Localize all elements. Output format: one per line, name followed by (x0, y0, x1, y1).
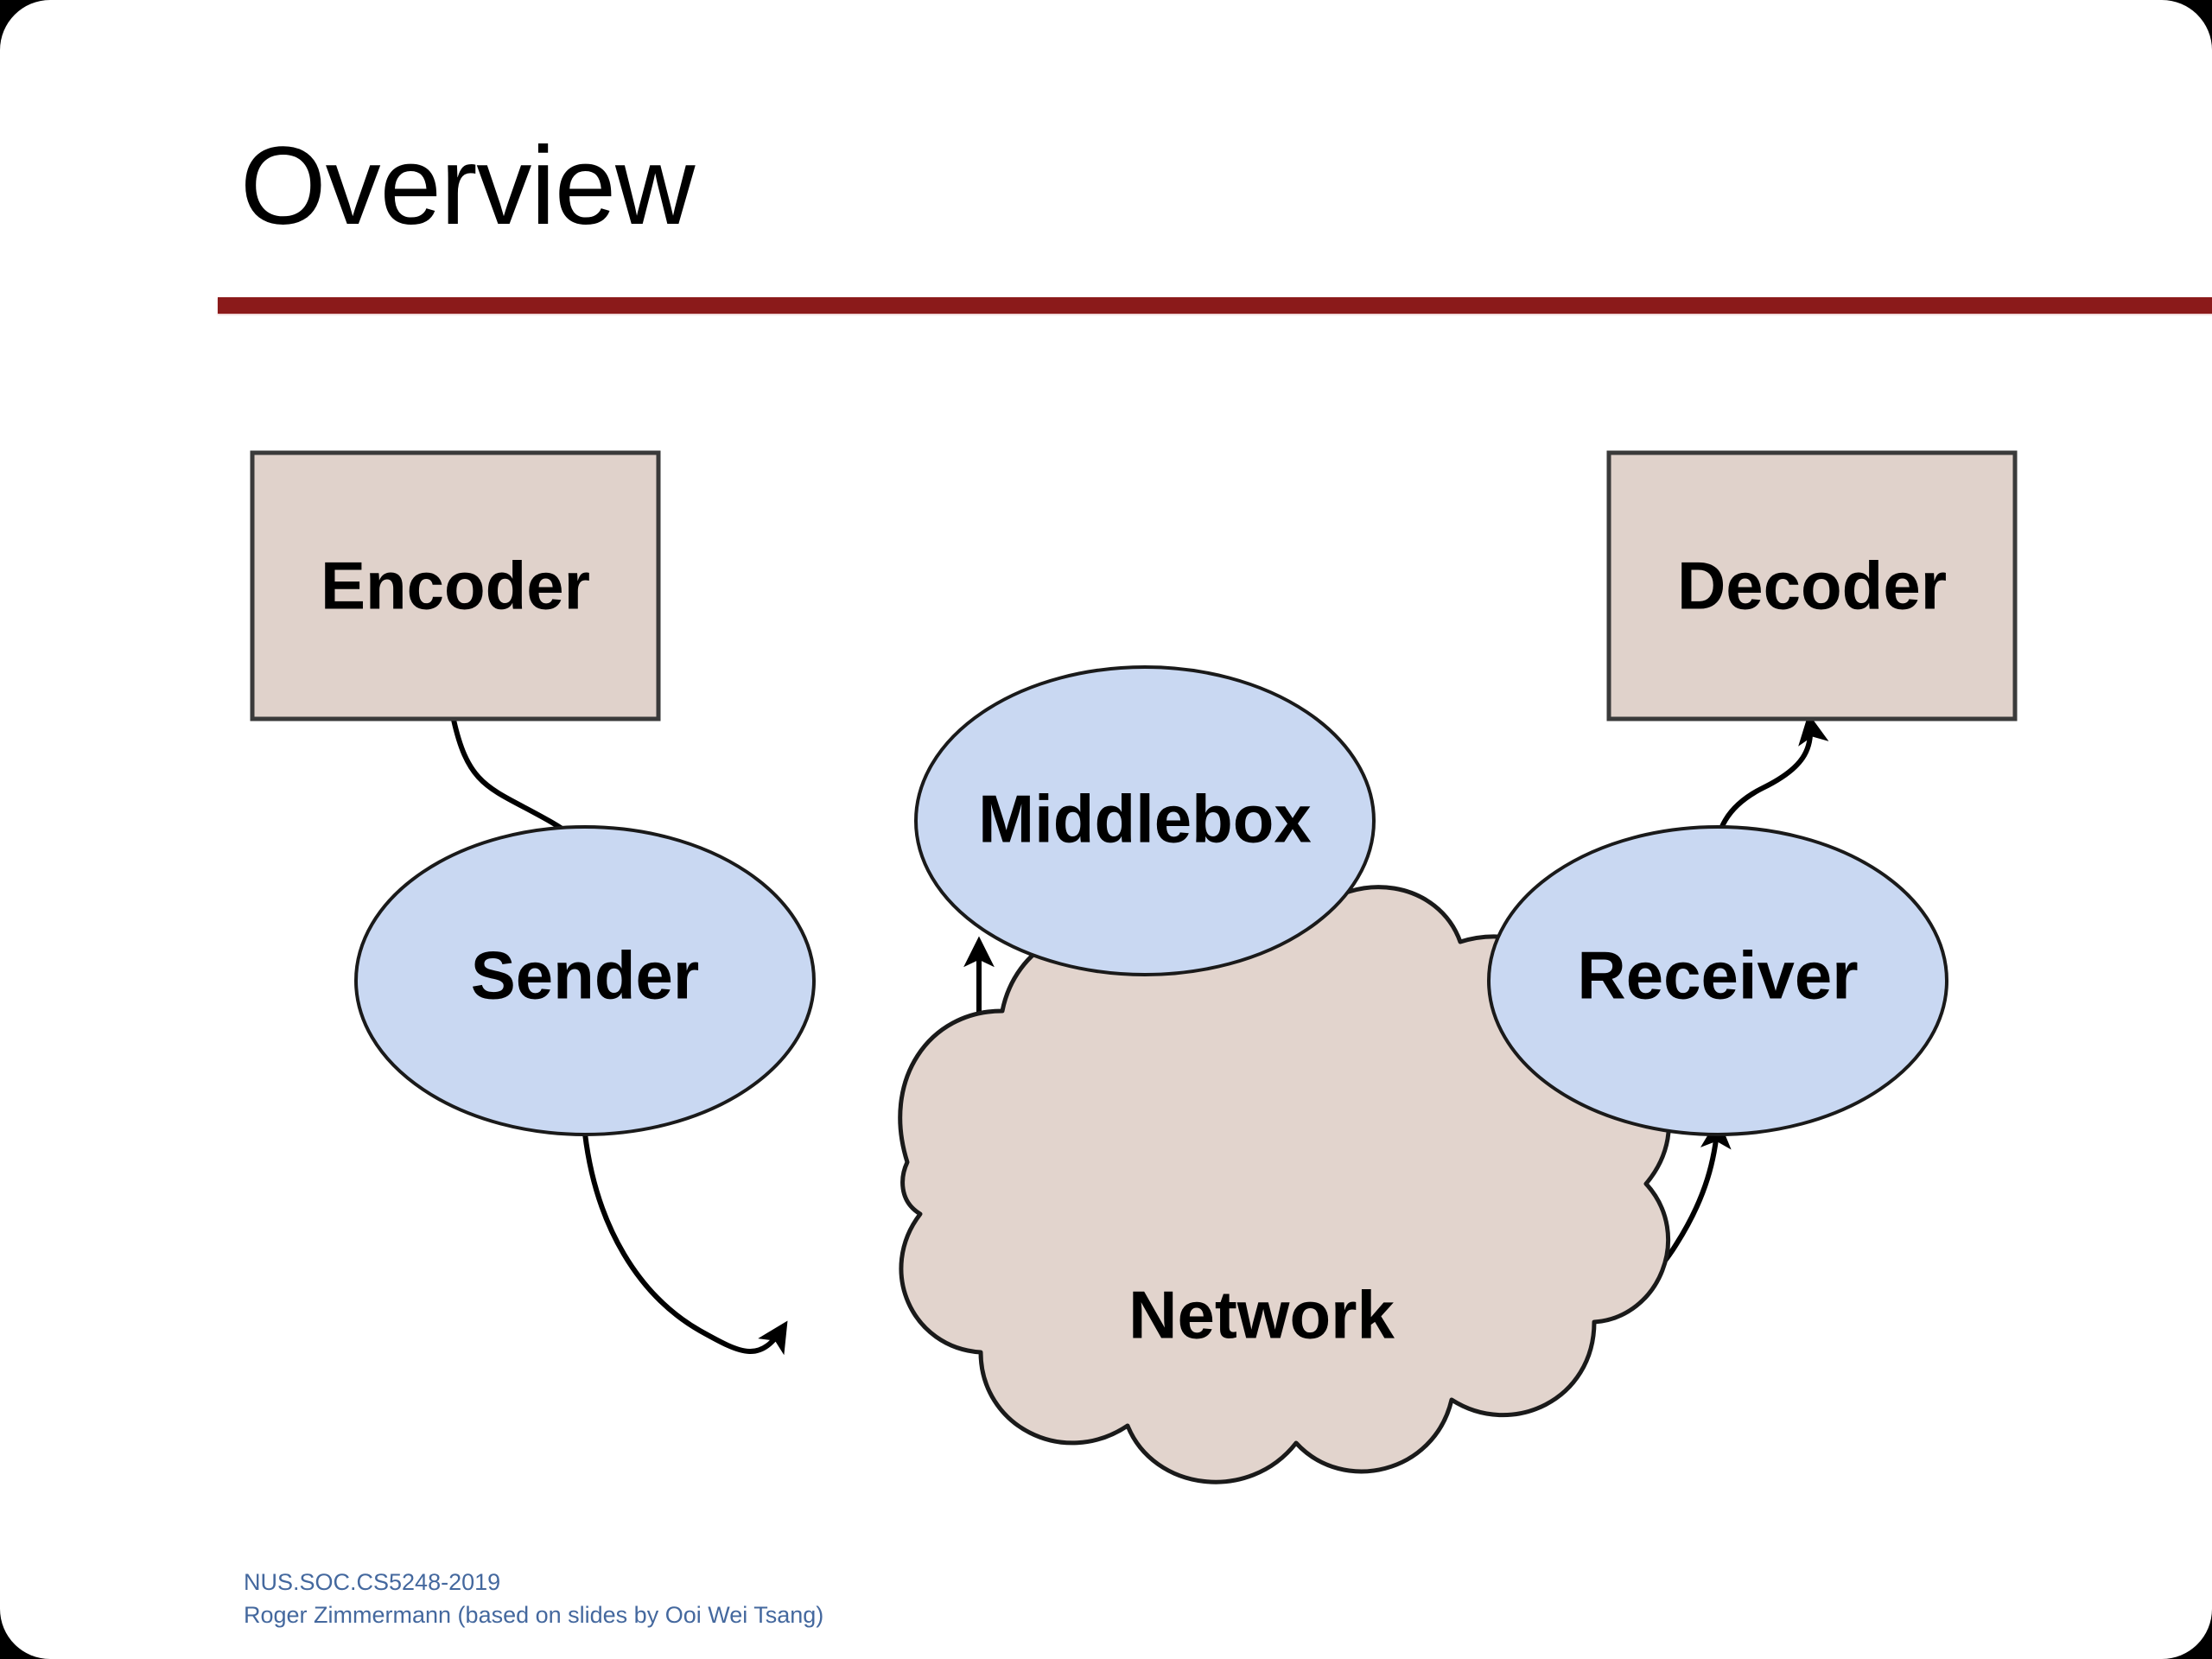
node-label-middlebox: Middlebox (978, 781, 1312, 857)
sender-ellipse-shape (354, 825, 816, 1136)
footer-course-code: NUS.SOC.CS5248-2019 (244, 1569, 501, 1595)
decoder-box-shape (1606, 450, 2018, 721)
node-sender[interactable]: Sender (354, 825, 816, 1136)
title-divider-rule (218, 297, 2212, 314)
node-label-receiver: Receiver (1577, 938, 1858, 1014)
encoder-box-shape (250, 450, 661, 721)
slide-footer: NUS.SOC.CS5248-2019 Roger Zimmermann (ba… (244, 1566, 823, 1632)
node-middlebox[interactable]: Middlebox (914, 665, 1376, 976)
node-label-sender: Sender (471, 938, 699, 1014)
node-label-network: Network (1128, 1277, 1395, 1353)
node-decoder[interactable]: Decoder (1606, 450, 2018, 721)
node-network[interactable]: Network (898, 880, 1671, 1484)
node-encoder[interactable]: Encoder (250, 450, 661, 721)
footer-attribution: Roger Zimmermann (based on slides by Ooi… (244, 1602, 824, 1629)
node-label-decoder: Decoder (1677, 548, 1947, 624)
receiver-ellipse-shape (1487, 825, 1948, 1136)
middlebox-ellipse-shape (914, 665, 1376, 976)
slide-header: Overview (0, 0, 2212, 346)
node-receiver[interactable]: Receiver (1487, 825, 1948, 1136)
node-label-encoder: Encoder (321, 548, 590, 624)
edge-sender-to-network (582, 1133, 788, 1356)
page-title: Overview (240, 124, 695, 248)
